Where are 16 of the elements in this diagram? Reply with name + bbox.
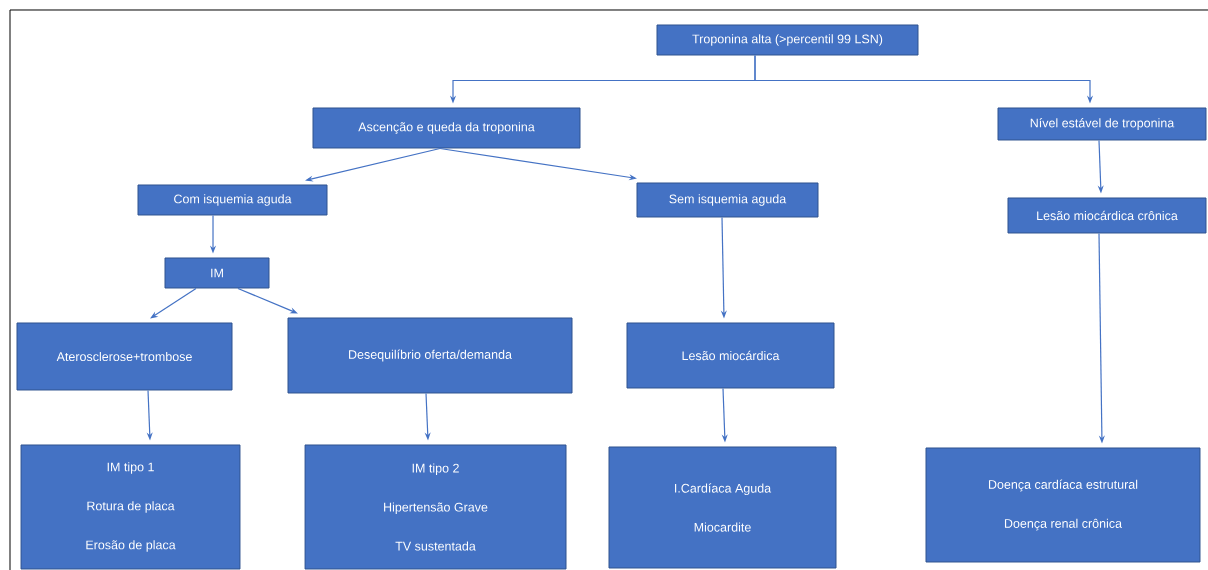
process-box: Lesão miocárdica crônica	[1007, 197, 1207, 234]
arrow	[237, 287, 298, 314]
process-box: Doença cardíaca estrutural Doença renal crônica	[925, 447, 1201, 563]
process-box: I.Cardíaca Aguda Miocardite	[608, 446, 837, 569]
process-box: Lesão miocárdica	[626, 322, 835, 389]
process-box: IM tipo 2 Hipertensão Grave TV sustentada	[304, 444, 567, 570]
process-box: Com isquemia aguda	[137, 184, 328, 216]
process-box: Sem isquemia aguda	[636, 182, 819, 218]
process-box: IM	[164, 257, 270, 289]
process-box: Aterosclerose+trombose	[16, 322, 233, 391]
arrow	[150, 287, 197, 319]
process-box: Ascenção e queda da troponina	[312, 107, 581, 149]
process-box: Desequilíbrio oferta/demanda	[287, 317, 573, 394]
process-box: Nível estável de troponina	[997, 107, 1207, 141]
process-box: IM tipo 1 Rotura de placa Erosão de placa	[20, 444, 241, 570]
process-box: Troponina alta (>percentil 99 LSN)	[656, 24, 919, 56]
